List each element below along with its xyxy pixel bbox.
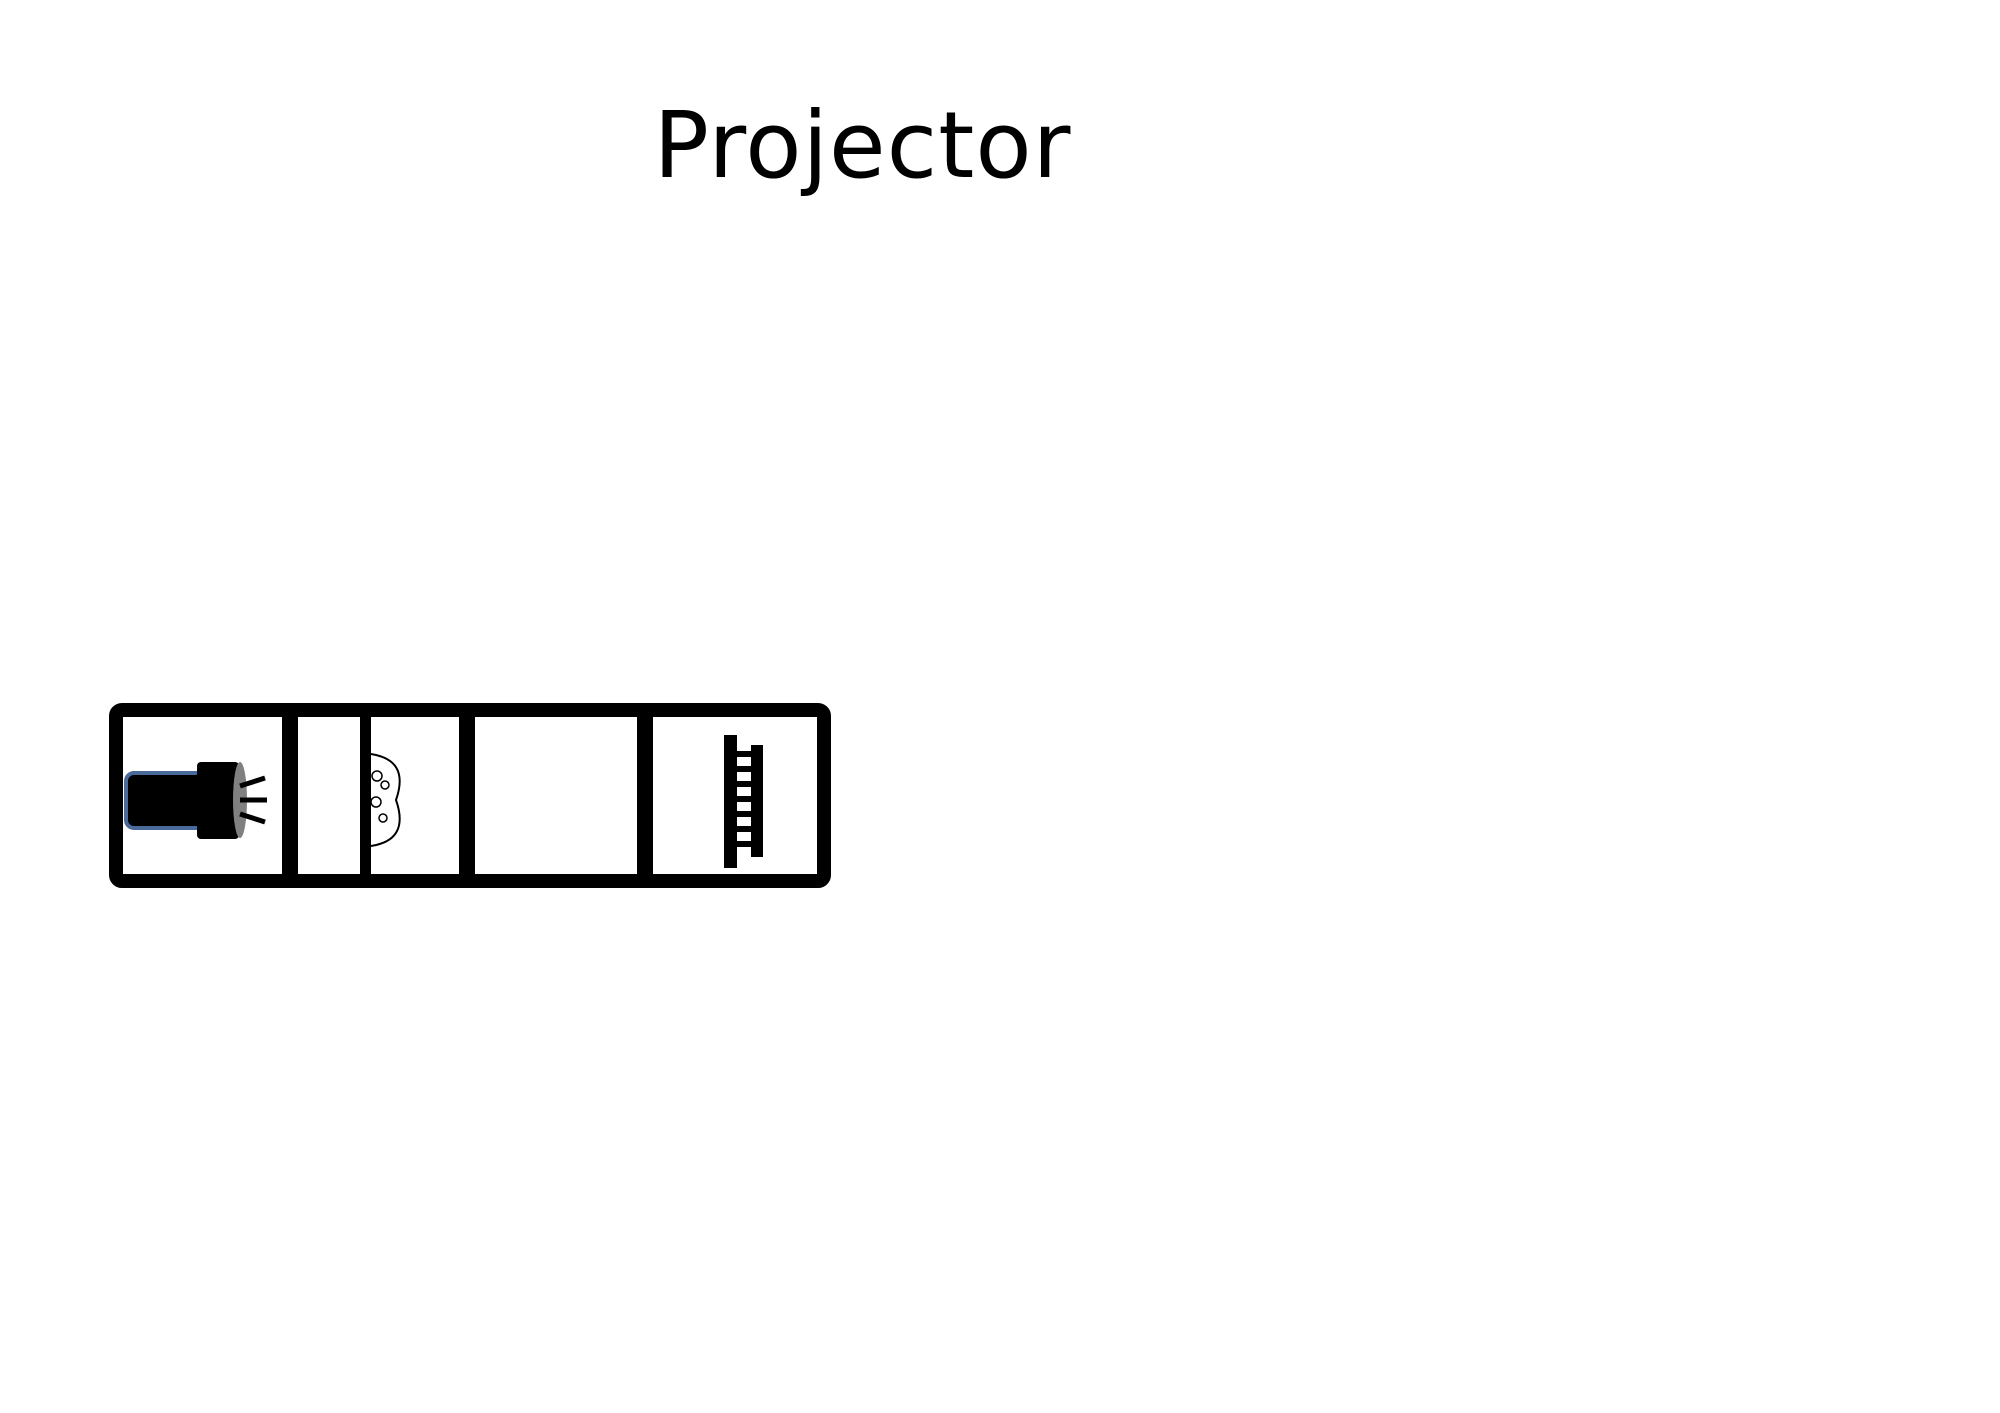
grating-icon [724,735,763,868]
lens-icon [370,753,401,847]
divider-1 [282,704,298,887]
divider-2 [459,704,475,887]
divider-3 [637,704,653,887]
lens-holder-divider [360,710,371,881]
lamp-icon [124,762,267,839]
slide-title: Projector [653,92,1072,199]
